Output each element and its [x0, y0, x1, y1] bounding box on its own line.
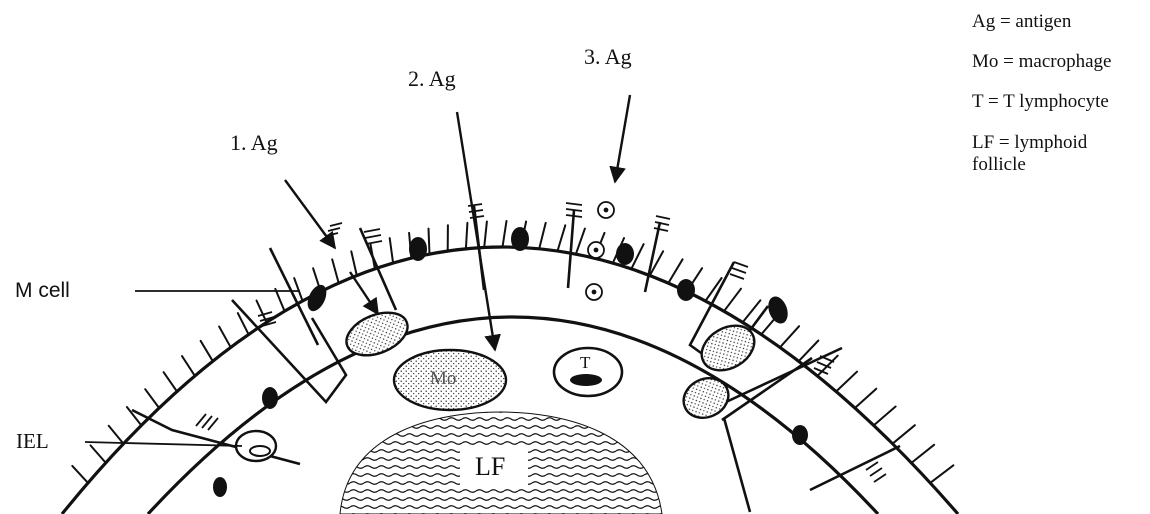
callout-lines [85, 291, 300, 446]
arrow-ag3 [615, 95, 630, 182]
microvillus [893, 425, 915, 444]
microvillus [91, 445, 106, 463]
microvillus [780, 326, 799, 347]
arrow-ag1 [285, 180, 335, 248]
microvillus [558, 225, 566, 251]
arrow-label-ag1: 1. Ag [230, 130, 278, 156]
microvillus [539, 223, 546, 249]
t-lymphocyte-nucleus [570, 374, 602, 386]
microvillus [911, 445, 934, 463]
microvillus [182, 356, 195, 376]
arrow-label-ag3: 3. Ag [584, 44, 632, 70]
stippled-cells [340, 304, 762, 425]
microvillus [429, 229, 430, 255]
microvillus [145, 389, 159, 408]
microvillus [836, 372, 857, 392]
legend-item-t: T = T lymphocyte [972, 92, 1122, 111]
microvillus [201, 341, 213, 361]
microvillus [72, 466, 88, 483]
legend-item-lf: LF = lymphoid follicle [972, 132, 1122, 177]
microvillus [576, 229, 585, 255]
microvillus [799, 341, 819, 362]
antigen-arrows [285, 95, 630, 350]
microvillus [219, 327, 231, 348]
follicle-label: LF [475, 452, 505, 482]
microvillus [484, 222, 487, 248]
macrophage-label: Mo [430, 368, 456, 390]
microvillus [466, 223, 468, 249]
legend-item-mo: Mo = macrophage [972, 52, 1122, 71]
microvillus [164, 372, 177, 391]
arrow-ag2 [457, 112, 495, 350]
microvillus [668, 259, 682, 283]
microvillus [351, 251, 357, 275]
iel-nucleus [250, 446, 270, 456]
iel-label: IEL [16, 429, 49, 454]
microvillus [930, 465, 953, 483]
arrow-label-ag2: 2. Ag [408, 66, 456, 92]
microvillus [724, 289, 741, 312]
m-cell-label: M cell [15, 279, 70, 303]
microvillus [332, 259, 339, 283]
legend: Ag = antigen Mo = macrophage T = T lymph… [972, 12, 1122, 198]
legend-item-ag: Ag = antigen [972, 12, 1122, 31]
microvillus [275, 289, 284, 311]
microvillus [855, 389, 876, 408]
t-cell-label: T [580, 353, 590, 373]
arrow-ag1-continuation [350, 272, 378, 314]
antigen-vesicles [586, 202, 614, 300]
microvillus [503, 221, 507, 247]
microvillus [109, 426, 124, 444]
microvillus [874, 407, 896, 426]
microvillus [390, 238, 393, 263]
